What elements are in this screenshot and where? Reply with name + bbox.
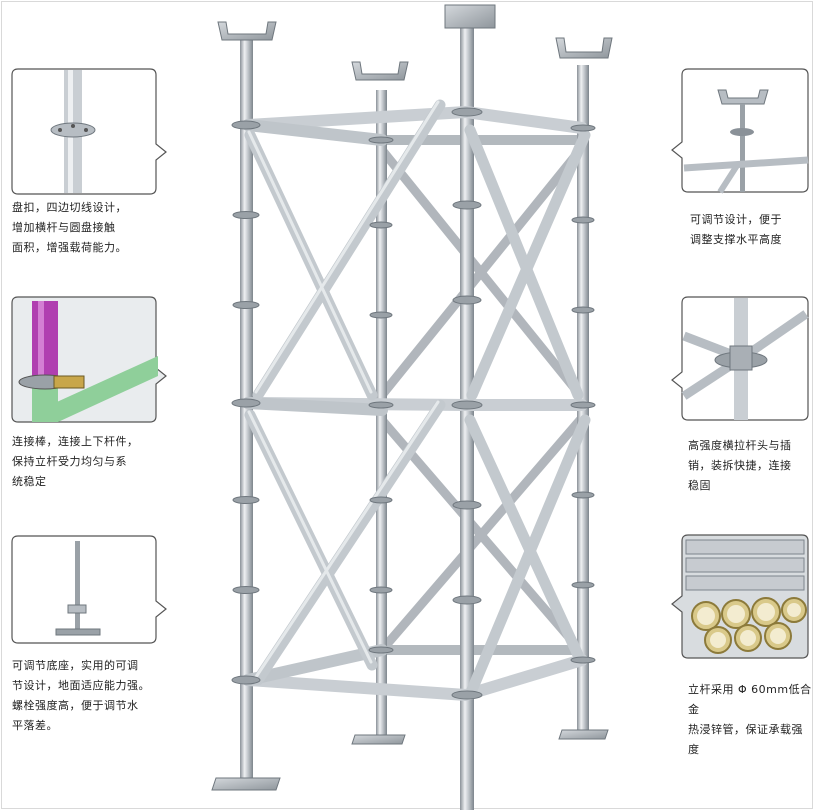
top-u-heads <box>217 4 613 81</box>
rosette-disc-icon <box>11 68 167 195</box>
back-braces <box>377 145 585 655</box>
caption-ledger-head-pin: 高强度横拉杆头与插 销，装拆快捷，连接 稳固 <box>688 439 792 492</box>
galvanized-tubes-icon <box>671 534 809 659</box>
caption-disc-buckle: 盘扣，四边切线设计， 增加横杆与圆盘接触 面积，增强载荷能力。 <box>12 201 127 254</box>
caption-connector-rod: 连接棒，连接上下杆件， 保持立杆受力均匀与系 统稳定 <box>12 435 139 488</box>
caption-adjustable-head: 可调节设计，便于 调整支撑水平高度 <box>690 213 782 246</box>
callout-adjustable-head <box>660 68 810 196</box>
rosette-discs <box>231 107 596 700</box>
caption-standard-tube: 立杆采用 Φ 60mm低合金 热浸锌管，保证承载强 度 <box>688 683 812 756</box>
callout-connector-rod <box>8 296 167 424</box>
standard-front-right <box>460 20 474 810</box>
brace-highlights <box>247 100 440 679</box>
u-head-jack-icon <box>671 68 809 194</box>
front-ledgers <box>242 106 588 701</box>
callout-standard-tube <box>660 534 810 662</box>
standard-front-left <box>240 40 253 780</box>
callout-disc-buckle <box>8 68 167 196</box>
callout-ledger-head-pin <box>660 296 810 424</box>
ledger-head-wedge-icon <box>671 296 809 421</box>
base-plates <box>211 729 609 791</box>
caption-adjustable-base: 可调节底座，实用的可调 节设计，地面适应能力强。 螺栓强度高，便于调节水 平落差… <box>12 659 150 732</box>
callout-adjustable-base <box>8 535 167 663</box>
screw-jack-base-icon <box>11 535 167 644</box>
connector-rod-icon <box>11 296 167 423</box>
